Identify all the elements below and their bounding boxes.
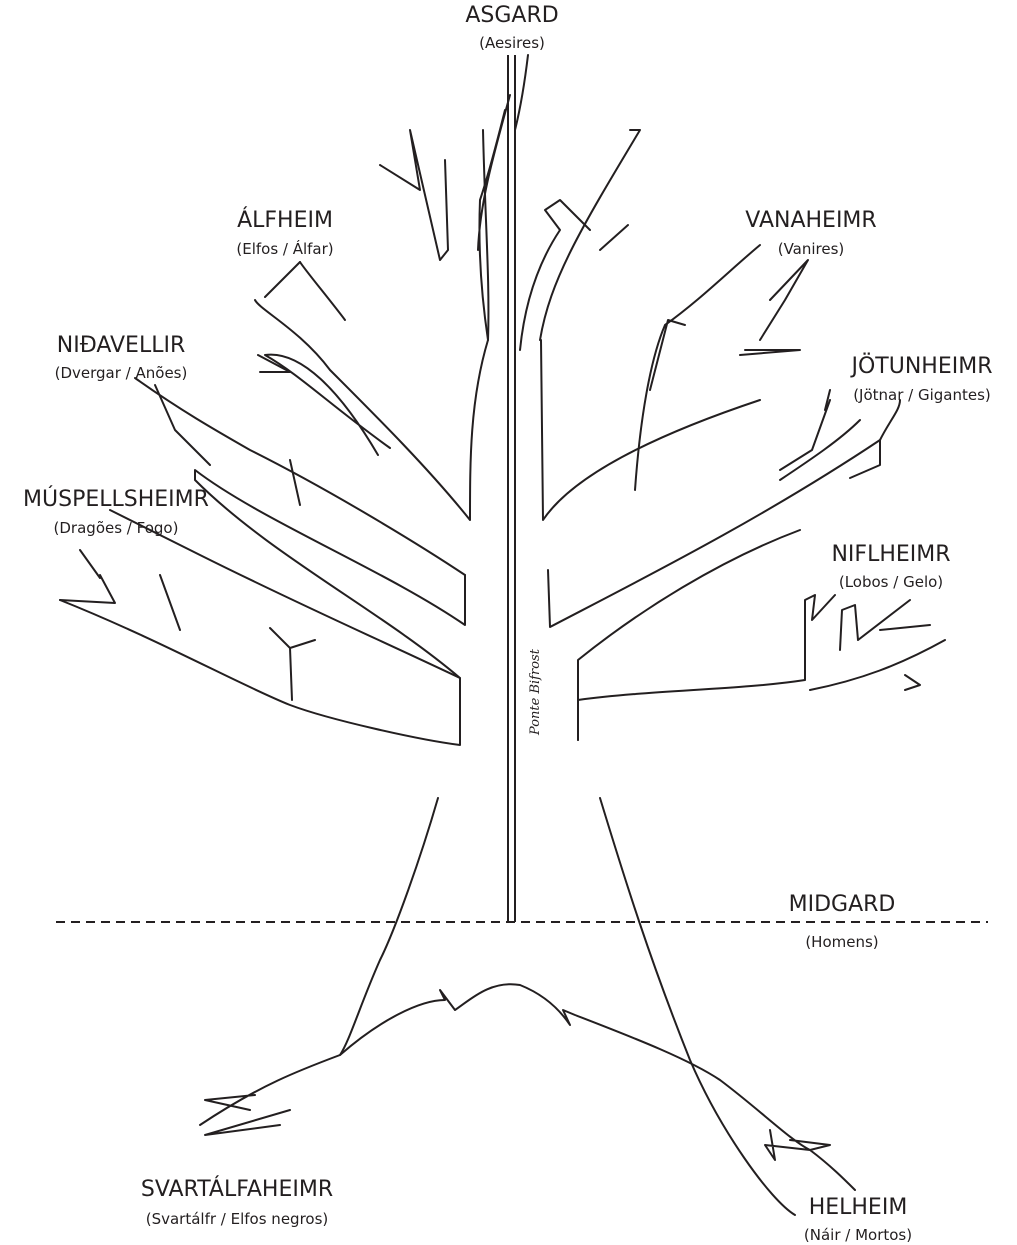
realm-label-niflheimr: NIFLHEIMR (Lobos / Gelo) (831, 542, 950, 591)
realm-inhabitants: (Náir / Mortos) (804, 1226, 912, 1244)
niflheimr-twigs (578, 595, 945, 740)
realm-name: ASGARD (465, 3, 558, 28)
realm-label-helheim: HELHEIM (Náir / Mortos) (804, 1195, 912, 1244)
realm-label-svartalfaheimr: SVARTÁLFAHEIMR (Svartálfr / Elfos negros… (141, 1176, 333, 1228)
left-twigs (60, 262, 315, 700)
realm-label-asgard: ASGARD (Aesires) (465, 3, 558, 52)
realm-name: MIDGARD (789, 892, 896, 917)
realm-name: SVARTÁLFAHEIMR (141, 1176, 333, 1202)
central-upper-branches (380, 55, 640, 350)
realm-label-muspellsheimr: MÚSPELLSHEIMR (Dragões / Fogo) (23, 486, 209, 537)
realm-name: VANAHEIMR (745, 208, 876, 233)
bifrost-bridge-label: Ponte Bifrost (528, 648, 543, 736)
realm-name: HELHEIM (809, 1195, 908, 1220)
realm-inhabitants: (Dvergar / Anões) (55, 364, 188, 382)
tree-roots (200, 984, 855, 1190)
realm-label-alfheim: ÁLFHEIM (Elfos / Álfar) (236, 207, 333, 258)
realm-name: MÚSPELLSHEIMR (23, 486, 209, 512)
realm-inhabitants: (Elfos / Álfar) (236, 239, 333, 258)
realm-inhabitants: (Svartálfr / Elfos negros) (146, 1210, 329, 1228)
realm-inhabitants: (Aesires) (479, 34, 545, 52)
realm-name: ÁLFHEIM (237, 207, 333, 233)
realm-name: NIFLHEIMR (831, 542, 950, 567)
realm-label-nidavellir: NIÐAVELLIR (Dvergar / Anões) (55, 333, 188, 382)
realm-name: JÖTUNHEIMR (849, 353, 992, 379)
realm-name: NIÐAVELLIR (57, 333, 186, 358)
realm-inhabitants: (Jötnar / Gigantes) (853, 386, 991, 404)
realm-label-jotunheimr: JÖTUNHEIMR (Jötnar / Gigantes) (849, 353, 992, 404)
realm-label-vanaheimr: VANAHEIMR (Vanires) (745, 208, 876, 258)
realm-inhabitants: (Vanires) (778, 240, 845, 258)
realm-inhabitants: (Dragões / Fogo) (54, 519, 179, 537)
realm-inhabitants: (Lobos / Gelo) (839, 573, 943, 591)
realm-inhabitants: (Homens) (805, 933, 878, 951)
